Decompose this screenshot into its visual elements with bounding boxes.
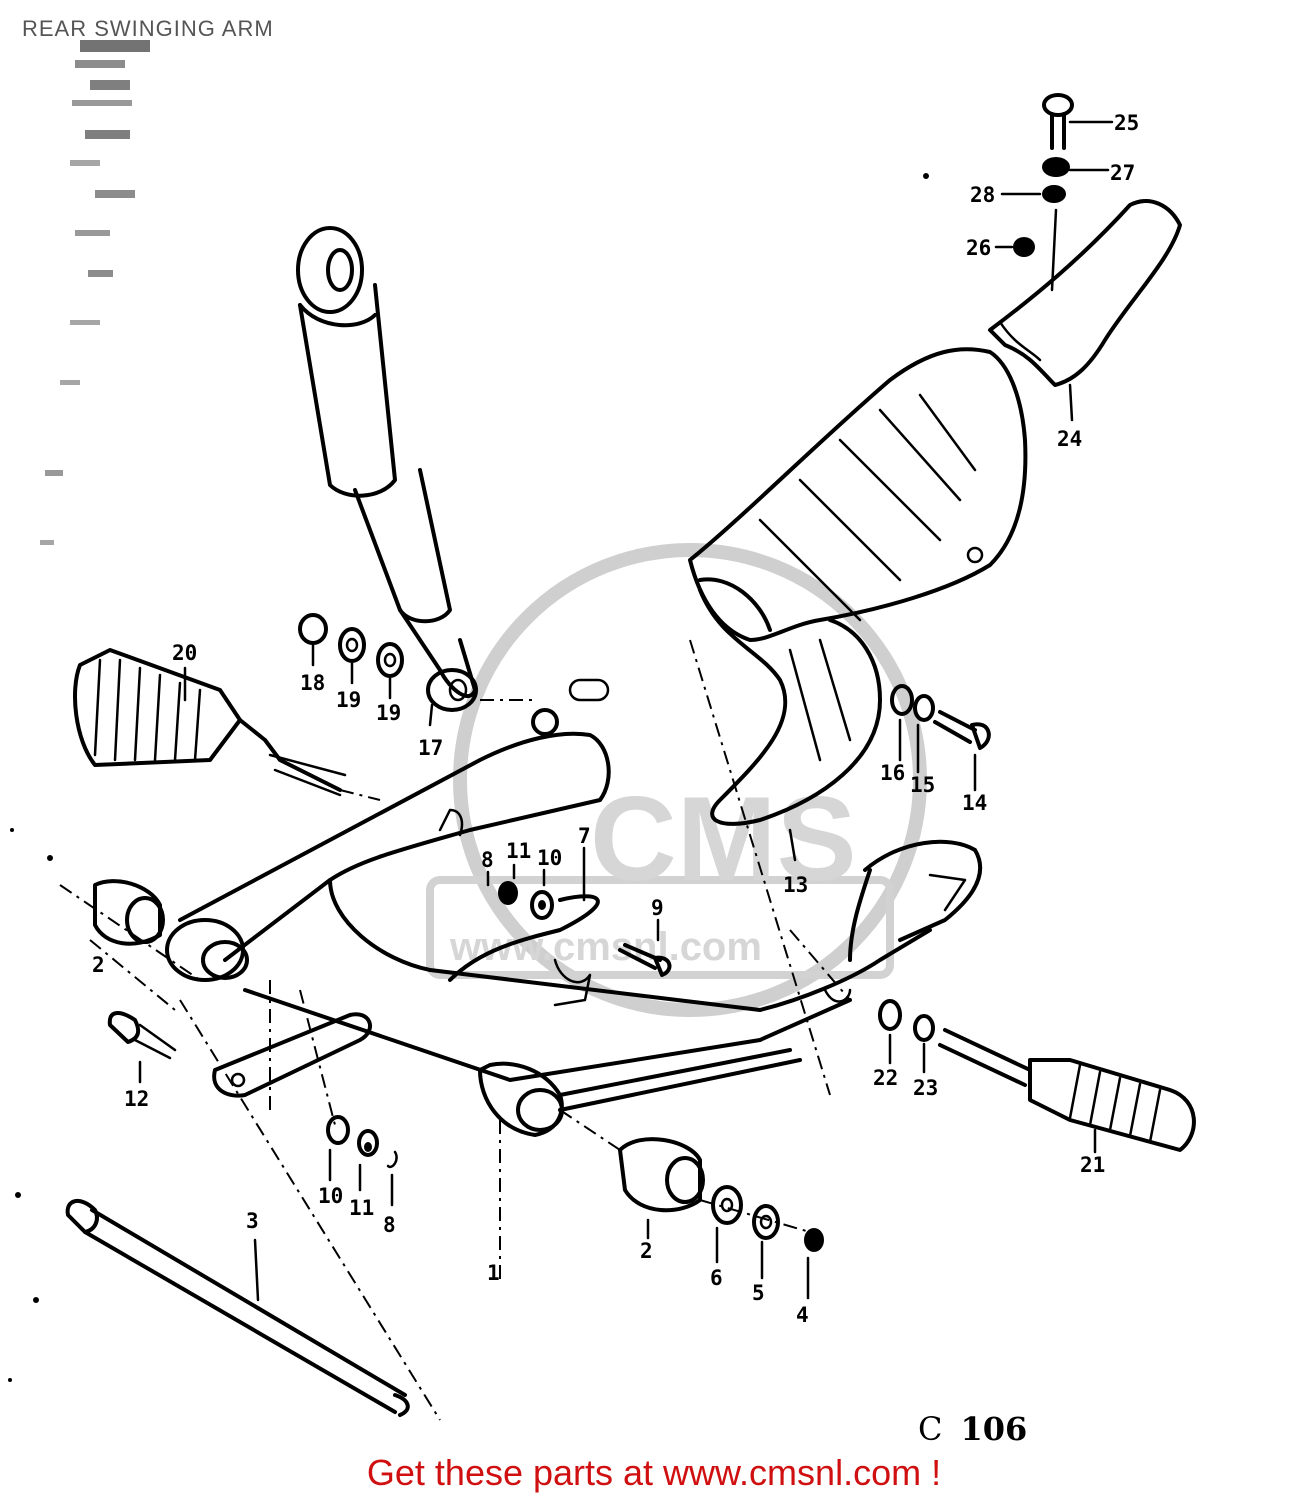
bolt-12 [107,1011,177,1084]
bolt-9 [618,918,672,977]
shock-absorber [296,226,478,727]
washers-4-5-6 [646,1185,824,1300]
callout-22: 22 [873,1066,898,1090]
footer-link-text[interactable]: Get these parts at www.cmsnl.com ! [366,1452,942,1493]
callout-14: 14 [962,791,987,815]
rear-cover-part-24 [988,199,1182,422]
callout-24: 24 [1057,427,1082,451]
figure-number-prefix: C [918,1410,943,1448]
callout-11: 11 [506,839,531,863]
page-title: REAR SWINGING ARM [22,16,274,41]
watermark-url-text: www.cmsnl.com [449,925,762,969]
callout-labels: 1 2 2 2 3 4 5 6 7 8 8 9 10 10 11 11 12 1… [92,111,1139,1327]
callout-9: 9 [651,896,664,920]
bolts-14-15-16 [890,684,991,792]
bushings [93,879,705,1213]
callout-28: 28 [970,183,995,207]
callout-12: 12 [124,1087,149,1111]
callout-27: 27 [1110,161,1135,185]
callout-3: 3 [246,1209,259,1233]
cms-watermark: CMS www.cmsnl.com [426,543,927,1017]
callout-17: 17 [418,736,443,760]
callout-10: 10 [318,1184,343,1208]
callout-19: 19 [376,701,401,725]
callout-8: 8 [383,1213,396,1237]
callout-16: 16 [880,761,905,785]
callout-23: 23 [913,1076,938,1100]
callout-21: 21 [1080,1153,1105,1177]
scan-noise [8,40,929,1382]
callout-20: 20 [172,641,197,665]
callout-10: 10 [537,846,562,870]
callout-2: 2 [640,1239,653,1263]
footpeg-right [878,999,1196,1154]
callout-7: 7 [578,824,591,848]
callout-1: 1 [487,1261,500,1285]
callout-6: 6 [710,1266,723,1290]
bolts-8-10-11-lower [326,1115,398,1207]
axle-bolt-3 [65,1199,410,1417]
figure-number-value: 106 [960,1410,1028,1448]
callout-15: 15 [910,773,935,797]
link-bar [212,1012,372,1098]
nuts-18-19 [298,613,404,700]
callout-11: 11 [349,1196,374,1220]
callout-19: 19 [336,688,361,712]
figure-number: C 106 [918,1410,1027,1448]
callout-2: 2 [92,953,105,977]
callout-4: 4 [796,1303,809,1327]
callout-18: 18 [300,671,325,695]
bolts-8-10-11-upper [486,846,586,920]
callout-26: 26 [966,236,991,260]
assembly-lines [59,699,851,1421]
swing-arm [165,678,983,1137]
bolt-stack-top [994,93,1114,292]
callout-8: 8 [481,848,494,872]
footpeg-left [73,648,347,797]
callout-5: 5 [752,1281,765,1305]
callout-13: 13 [783,873,808,897]
callout-25: 25 [1114,111,1139,135]
heat-shield [688,347,1028,826]
